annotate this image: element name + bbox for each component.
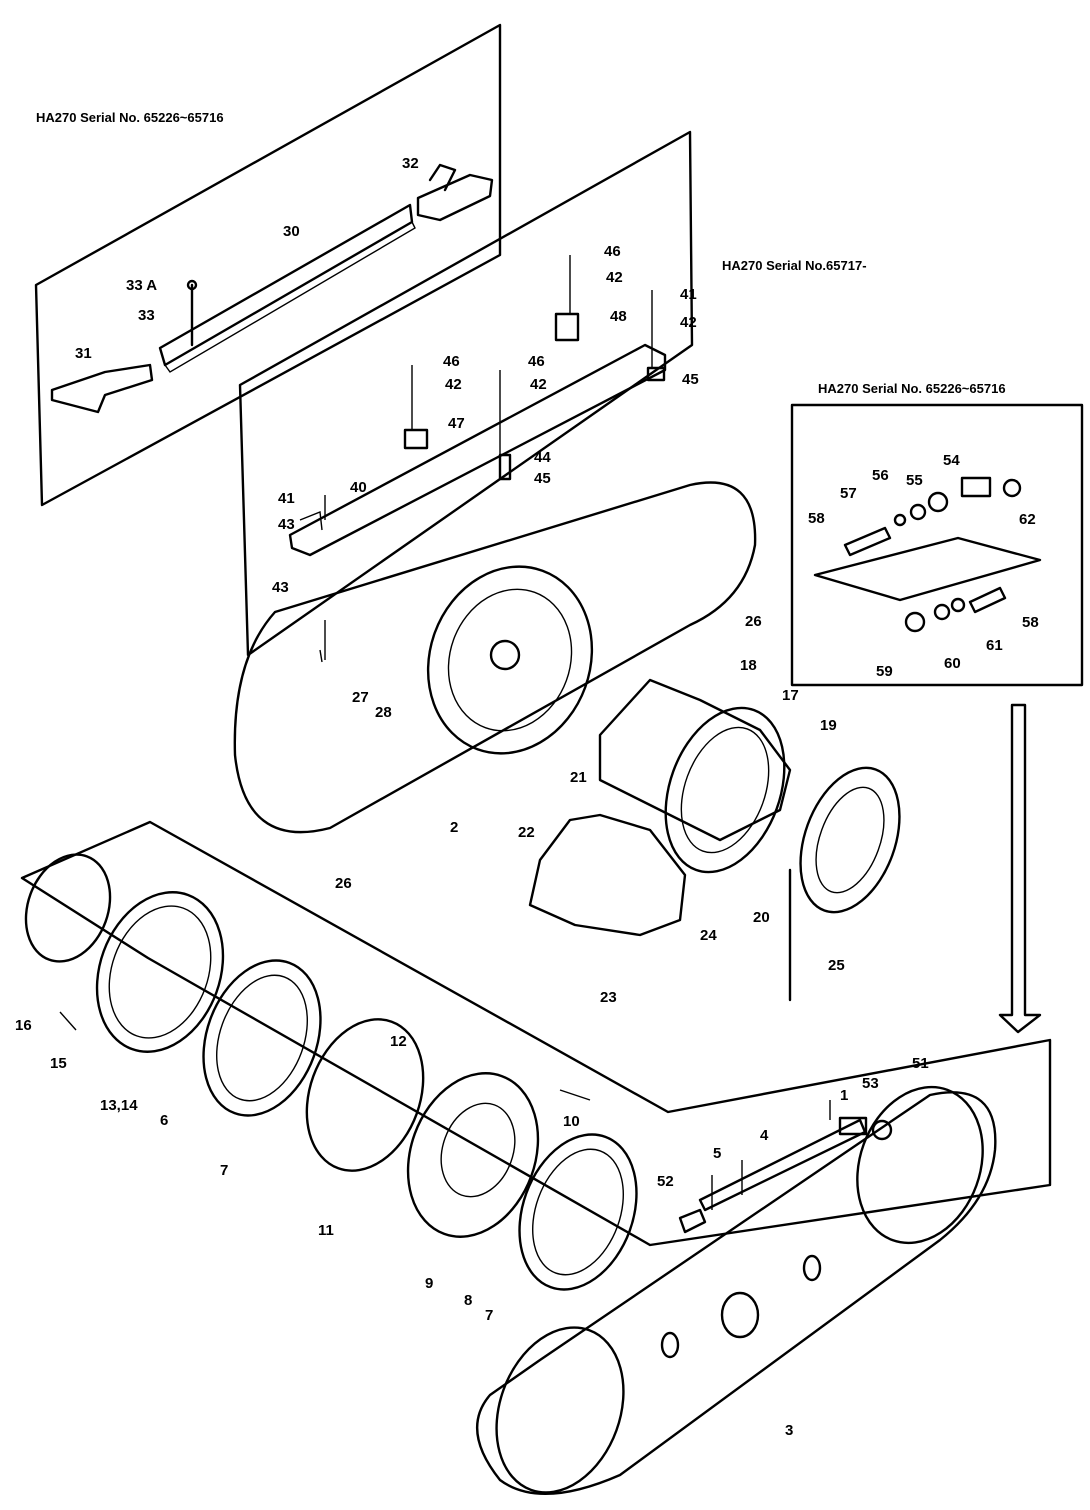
label-23: 23 <box>600 989 617 1006</box>
label-42a: 42 <box>606 269 623 286</box>
frame-upper-left <box>34 23 502 507</box>
label-42d: 42 <box>530 376 547 393</box>
frame-lower <box>20 820 1052 1247</box>
label-53: 53 <box>862 1075 879 1092</box>
label-60: 60 <box>944 655 961 672</box>
part-33-bolt <box>186 279 198 347</box>
label-58a: 58 <box>808 510 825 527</box>
caption-top-left: HA270 Serial No. 65226~65716 <box>36 110 224 125</box>
label-8: 8 <box>464 1292 472 1309</box>
label-32: 32 <box>402 155 419 172</box>
label-25: 25 <box>828 957 845 974</box>
label-20: 20 <box>753 909 770 926</box>
label-56: 56 <box>872 467 889 484</box>
frame-right-box <box>790 403 1084 687</box>
label-40: 40 <box>350 479 367 496</box>
label-59: 59 <box>876 663 893 680</box>
label-46b: 46 <box>443 353 460 370</box>
label-55: 55 <box>906 472 923 489</box>
label-24: 24 <box>700 927 717 944</box>
label-28: 28 <box>375 704 392 721</box>
label-52: 52 <box>657 1173 674 1190</box>
part-32-bracket <box>416 163 494 222</box>
label-18: 18 <box>740 657 757 674</box>
label-22: 22 <box>518 824 535 841</box>
label-58b: 58 <box>1022 614 1039 631</box>
label-48: 48 <box>610 308 627 325</box>
label-31: 31 <box>75 345 92 362</box>
part-11-ring <box>305 1018 425 1172</box>
label-47: 47 <box>448 415 465 432</box>
label-21: 21 <box>570 769 587 786</box>
label-45a: 45 <box>534 470 551 487</box>
label-26a: 26 <box>745 613 762 630</box>
label-11: 11 <box>318 1222 334 1239</box>
frame-upper-mid <box>238 130 694 657</box>
label-1: 1 <box>840 1087 848 1104</box>
label-6: 6 <box>160 1112 168 1129</box>
label-27: 27 <box>352 689 369 706</box>
label-54: 54 <box>943 452 960 469</box>
label-44: 44 <box>534 449 551 466</box>
label-9: 9 <box>425 1275 433 1292</box>
label-42b: 42 <box>680 314 697 331</box>
label-30: 30 <box>283 223 300 240</box>
part-16-ring <box>24 853 112 963</box>
label-7a: 7 <box>220 1162 228 1179</box>
caption-right-box: HA270 Serial No. 65226~65716 <box>818 381 1006 396</box>
label-5: 5 <box>713 1145 721 1162</box>
label-41a: 41 <box>278 490 295 507</box>
label-45b: 45 <box>682 371 699 388</box>
label-7b: 7 <box>485 1307 493 1324</box>
label-41b: 41 <box>680 286 697 303</box>
down-arrow-icon <box>998 703 1042 1034</box>
label-33a: 33 A <box>126 277 157 294</box>
parts-54-62 <box>813 476 1042 633</box>
label-2: 2 <box>450 819 458 836</box>
label-3: 3 <box>785 1422 793 1439</box>
label-13-14: 13,14 <box>100 1097 138 1114</box>
caption-upper-mid: HA270 Serial No.65717- <box>722 258 867 273</box>
label-61: 61 <box>986 637 1003 654</box>
parts-17-25-final-drive <box>528 678 901 1002</box>
part-9-disc <box>406 1072 540 1238</box>
label-17: 17 <box>782 687 799 704</box>
label-46a: 46 <box>604 243 621 260</box>
label-43b: 43 <box>272 579 289 596</box>
label-15: 15 <box>50 1055 67 1072</box>
part-7-ring <box>518 1133 638 1291</box>
part-3-case <box>475 1085 997 1495</box>
label-62: 62 <box>1019 511 1036 528</box>
label-10: 10 <box>563 1113 580 1130</box>
label-43a: 43 <box>278 516 295 533</box>
part-13-14-ring <box>95 891 225 1053</box>
label-57: 57 <box>840 485 857 502</box>
part-6-7-ring <box>202 959 322 1117</box>
part-number-labels: 30 31 32 33 33 A 40 41 41 42 42 42 42 43… <box>15 155 1039 1439</box>
label-19: 19 <box>820 717 837 734</box>
label-26b: 26 <box>335 875 352 892</box>
part-31-bracket <box>50 363 154 414</box>
label-42c: 42 <box>445 376 462 393</box>
label-16: 16 <box>15 1017 32 1034</box>
label-46c: 46 <box>528 353 545 370</box>
parts-1-51-53 <box>678 1100 893 1234</box>
part-40-rail-assembly <box>288 255 667 557</box>
label-12: 12 <box>390 1033 407 1050</box>
label-4: 4 <box>760 1127 769 1144</box>
part-30-rail <box>158 203 416 373</box>
part-2-housing <box>233 481 757 834</box>
label-33: 33 <box>138 307 155 324</box>
label-51: 51 <box>912 1055 929 1072</box>
